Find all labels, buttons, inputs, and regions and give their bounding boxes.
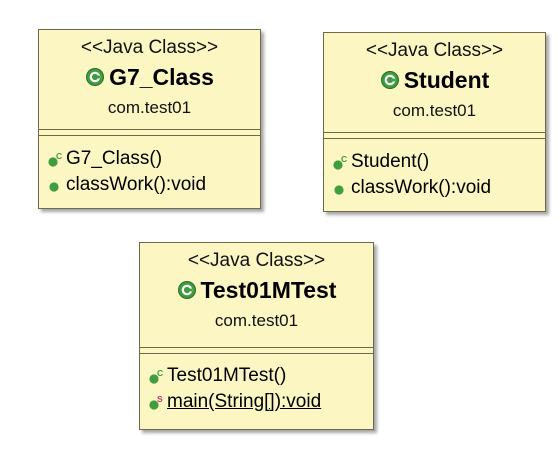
method-label: main(String[]):void <box>167 391 322 412</box>
public-method-icon <box>334 185 344 195</box>
class-stereotype: <<Java Class>> <box>187 250 326 271</box>
static-method-icon: S <box>149 395 163 410</box>
class-stereotype: <<Java Class>> <box>80 37 219 58</box>
compartment-divider <box>39 129 260 130</box>
class-package: com.test01 <box>214 311 299 330</box>
method-item[interactable]: C G7_Class() <box>47 146 260 172</box>
compartment-divider <box>140 353 373 354</box>
class-name: Test01MTest <box>200 277 337 303</box>
method-item[interactable]: C Student() <box>332 149 545 175</box>
class-name-row: Student <box>324 65 545 95</box>
class-name-row: G7_Class <box>39 62 260 92</box>
compartment-divider <box>324 132 545 133</box>
uml-class-box[interactable]: <<Java Class>> Student com.test01 C Stud… <box>323 32 546 212</box>
method-label: Student() <box>351 151 430 172</box>
svg-text:C: C <box>56 152 62 161</box>
constructor-icon: C <box>48 152 62 167</box>
methods-compartment: C Test01MTest() S main(String[]):void <box>140 363 373 415</box>
class-package: com.test01 <box>107 98 192 117</box>
method-label: Test01MTest() <box>167 365 287 386</box>
svg-text:C: C <box>157 369 163 378</box>
class-name-row: Test01MTest <box>140 275 373 305</box>
class-icon <box>86 68 105 86</box>
svg-text:S: S <box>157 395 163 404</box>
method-item[interactable]: C Test01MTest() <box>148 363 373 389</box>
class-name: G7_Class <box>109 64 214 90</box>
constructor-icon: C <box>333 155 347 170</box>
uml-class-box[interactable]: <<Java Class>> Test01MTest com.test01 C … <box>139 242 374 430</box>
class-header: <<Java Class>> G7_Class com.test01 <box>39 30 260 119</box>
class-header: <<Java Class>> Test01MTest com.test01 <box>140 243 373 332</box>
methods-compartment: C Student() classWork():void <box>324 149 545 201</box>
method-item[interactable]: classWork():void <box>47 172 260 198</box>
class-stereotype: <<Java Class>> <box>365 40 504 61</box>
method-label: classWork():void <box>66 174 207 195</box>
constructor-icon: C <box>149 369 163 384</box>
class-header: <<Java Class>> Student com.test01 <box>324 33 545 122</box>
uml-class-box[interactable]: <<Java Class>> G7_Class com.test01 C G7_… <box>38 29 261 209</box>
compartment-divider <box>39 135 260 136</box>
method-item[interactable]: classWork():void <box>332 175 545 201</box>
class-name: Student <box>403 67 490 93</box>
method-label: G7_Class() <box>66 148 163 169</box>
compartment-divider <box>324 138 545 139</box>
svg-text:C: C <box>341 155 347 164</box>
methods-compartment: C G7_Class() classWork():void <box>39 146 260 198</box>
class-icon <box>177 281 196 299</box>
compartment-divider <box>140 347 373 348</box>
method-item[interactable]: S main(String[]):void <box>148 389 373 415</box>
class-icon <box>380 71 399 89</box>
method-label: classWork():void <box>351 177 492 198</box>
public-method-icon <box>49 182 59 192</box>
class-package: com.test01 <box>392 101 477 120</box>
